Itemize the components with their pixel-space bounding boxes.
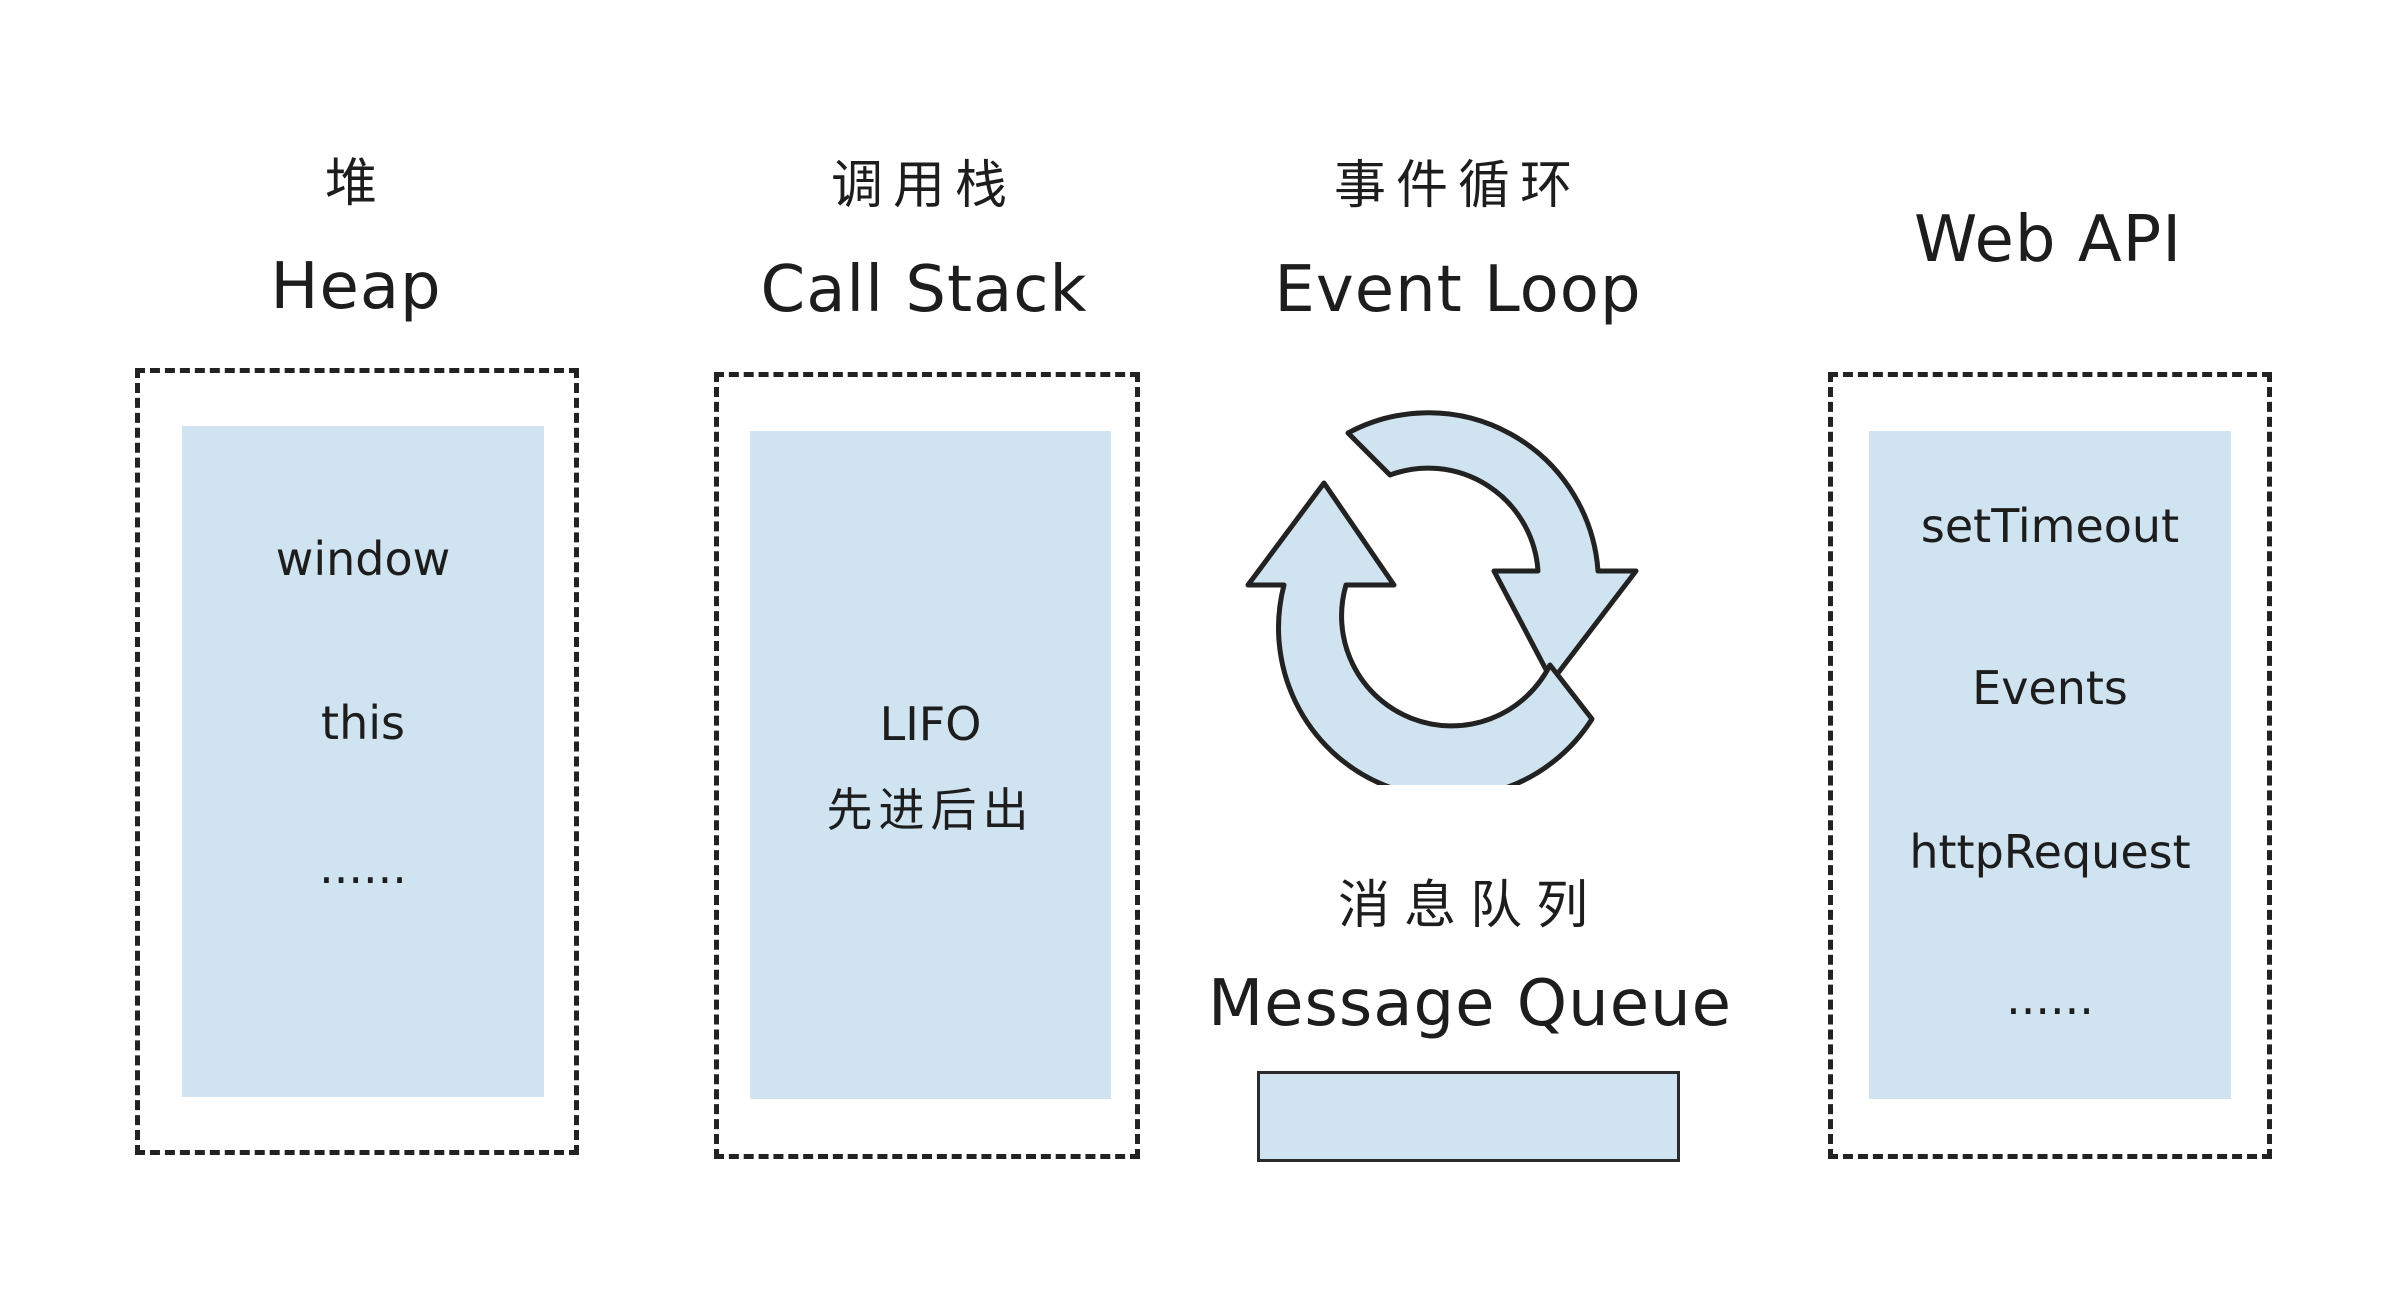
message-queue-title-en: Message Queue bbox=[1207, 967, 1733, 1041]
heap-item-this: this bbox=[321, 696, 405, 750]
web-api-item-ellipsis: ...... bbox=[2006, 971, 2094, 1025]
heap-item-ellipsis: ...... bbox=[319, 840, 407, 894]
event-loop-title-cn: 事件循环 bbox=[1333, 156, 1583, 216]
web-api-item-settimeout: setTimeout bbox=[1920, 499, 2180, 553]
heap-panel: window this ...... bbox=[182, 426, 544, 1097]
call-stack-item-lifo: LIFO bbox=[879, 697, 982, 751]
event-loop-title-en: Event Loop bbox=[1274, 253, 1642, 327]
call-stack-title-en: Call Stack bbox=[760, 253, 1088, 327]
heap-title-cn: 堆 bbox=[324, 154, 388, 214]
call-stack-panel: LIFO 先进后出 bbox=[750, 431, 1111, 1099]
heap-title-en: Heap bbox=[270, 250, 442, 324]
heap-item-window: window bbox=[275, 532, 451, 586]
heap-container bbox=[135, 368, 579, 1155]
web-api-item-events: Events bbox=[1972, 661, 2128, 715]
message-queue-title-cn: 消息队列 bbox=[1337, 876, 1603, 936]
web-api-panel: setTimeout Events httpRequest ...... bbox=[1869, 431, 2231, 1099]
call-stack-title-cn: 调用栈 bbox=[830, 156, 1018, 216]
web-api-container bbox=[1828, 372, 2272, 1159]
message-queue-bar bbox=[1257, 1071, 1680, 1162]
call-stack-item-lifo-cn: 先进后出 bbox=[826, 783, 1035, 837]
event-loop-cycle-icon bbox=[1245, 410, 1639, 785]
loop-arrow-right-icon bbox=[1345, 410, 1639, 684]
web-api-title-en: Web API bbox=[1913, 203, 2183, 277]
call-stack-container bbox=[714, 372, 1140, 1159]
loop-arrow-left-icon bbox=[1245, 480, 1595, 785]
web-api-item-httprequest: httpRequest bbox=[1909, 825, 2191, 879]
